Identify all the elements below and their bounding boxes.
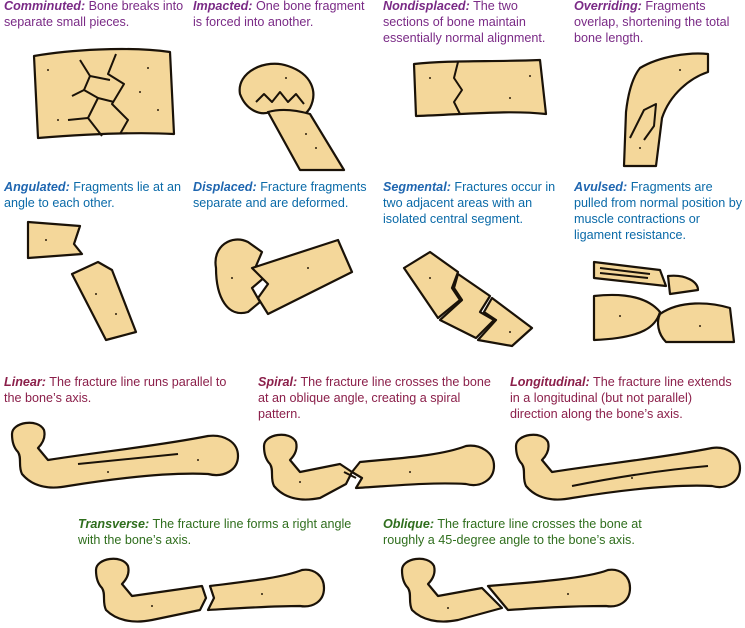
nondisplaced-bone-illustration — [412, 58, 548, 118]
term-oblique: Oblique: — [383, 517, 435, 531]
caption-linear: Linear: The fracture line runs parallel … — [4, 374, 244, 406]
term-comminuted: Comminuted: — [4, 0, 86, 13]
segmental-bone-illustration — [402, 250, 534, 348]
caption-comminuted: Comminuted: Bone breaks into separate sm… — [4, 0, 184, 30]
caption-nondisplaced: Nondisplaced: The two sections of bone m… — [383, 0, 563, 46]
desc-comminuted: Bone breaks into separate small pieces. — [4, 0, 184, 29]
desc-linear: The fracture line runs parallel to the b… — [4, 375, 227, 405]
desc-angulated: Fragments lie at an angle to each other. — [4, 180, 182, 210]
caption-segmental: Segmental: Fractures occur in two adjace… — [383, 179, 563, 227]
desc-transverse: The fracture line forms a right angle wi… — [78, 517, 352, 547]
caption-spiral: Spiral: The fracture line crosses the bo… — [258, 374, 498, 422]
term-impacted: Impacted: — [193, 0, 253, 13]
term-overriding: Overriding: — [574, 0, 642, 13]
desc-impacted: One bone fragment is forced into another… — [193, 0, 365, 29]
transverse-bone-illustration — [94, 557, 326, 623]
caption-transverse: Transverse: The fracture line forms a ri… — [78, 516, 368, 548]
oblique-bone-illustration — [400, 557, 632, 623]
term-spiral: Spiral: — [258, 375, 298, 389]
displaced-bone-illustration — [214, 238, 354, 316]
longitudinal-bone-illustration — [514, 433, 742, 501]
term-angulated: Angulated: — [4, 180, 70, 194]
desc-overriding: Fragments overlap, shortening the total … — [574, 0, 730, 45]
desc-avulsed: Fragments are pulled from normal positio… — [574, 180, 742, 242]
term-transverse: Transverse: — [78, 517, 150, 531]
caption-angulated: Angulated: Fragments lie at an angle to … — [4, 179, 184, 211]
caption-displaced: Displaced: Fracture fragments separate a… — [193, 179, 373, 211]
impacted-bone-illustration — [238, 62, 346, 172]
angulated-bone-illustration — [26, 220, 138, 342]
term-longitudinal: Longitudinal: — [510, 375, 590, 389]
comminuted-bone-illustration — [32, 47, 176, 140]
term-linear: Linear: — [4, 375, 46, 389]
term-segmental: Segmental: — [383, 180, 451, 194]
spiral-bone-illustration — [262, 433, 496, 501]
term-nondisplaced: Nondisplaced: — [383, 0, 470, 13]
linear-bone-illustration — [10, 421, 240, 489]
avulsed-bone-illustration — [592, 260, 736, 344]
caption-avulsed: Avulsed: Fragments are pulled from norma… — [574, 179, 744, 243]
caption-oblique: Oblique: The fracture line crosses the b… — [383, 516, 683, 548]
desc-oblique: The fracture line crosses the bone at ro… — [383, 517, 642, 547]
term-avulsed: Avulsed: — [574, 180, 628, 194]
caption-impacted: Impacted: One bone fragment is forced in… — [193, 0, 373, 30]
desc-segmental: Fractures occur in two adjacent areas wi… — [383, 180, 556, 226]
desc-spiral: The fracture line crosses the bone at an… — [258, 375, 491, 421]
desc-displaced: Fracture fragments separate and are defo… — [193, 180, 367, 210]
overriding-bone-illustration — [622, 52, 710, 168]
caption-longitudinal: Longitudinal: The fracture line extends … — [510, 374, 742, 422]
caption-overriding: Overriding: Fragments overlap, shortenin… — [574, 0, 744, 46]
desc-nondisplaced: The two sections of bone maintain essent… — [383, 0, 546, 45]
term-displaced: Displaced: — [193, 180, 257, 194]
desc-longitudinal: The fracture line extends in a longitudi… — [510, 375, 732, 421]
